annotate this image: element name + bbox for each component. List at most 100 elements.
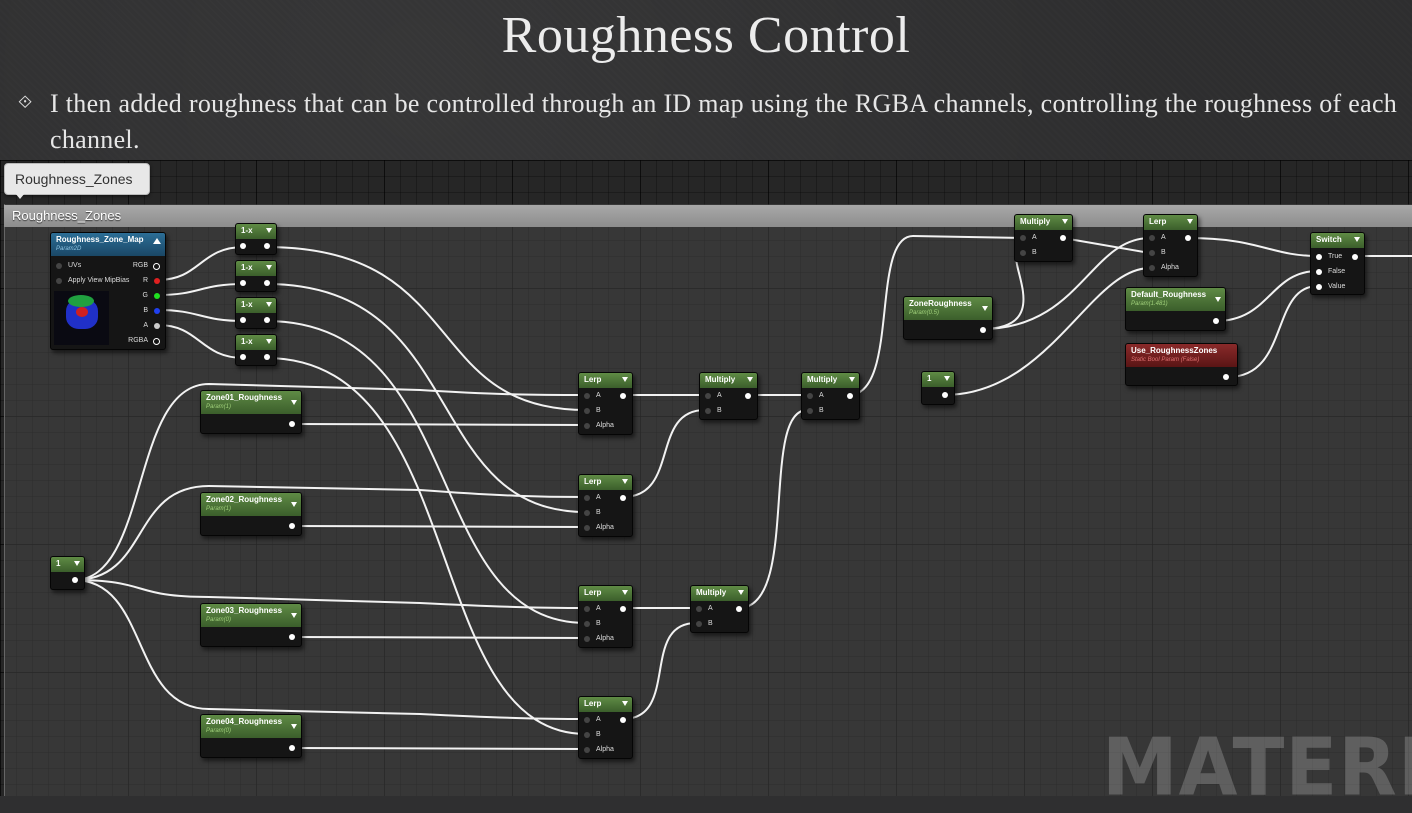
pin-dot[interactable] bbox=[696, 606, 702, 612]
pin-dot[interactable] bbox=[153, 263, 160, 270]
pin-dot[interactable] bbox=[705, 408, 711, 414]
collapse-arrow-icon[interactable] bbox=[622, 377, 628, 382]
pin-dot[interactable] bbox=[1352, 254, 1358, 260]
node-one-minus[interactable]: 1-x bbox=[235, 297, 277, 329]
pin-dot[interactable] bbox=[980, 327, 986, 333]
pin-dot[interactable] bbox=[584, 393, 590, 399]
collapse-arrow-icon[interactable] bbox=[153, 238, 161, 244]
collapse-arrow-icon[interactable] bbox=[1215, 297, 1221, 302]
node-switch[interactable]: Switch True False Value bbox=[1310, 232, 1365, 295]
collapse-arrow-icon[interactable] bbox=[622, 701, 628, 706]
pin-dot[interactable] bbox=[807, 393, 813, 399]
node-lerp[interactable]: Lerp A B Alpha bbox=[578, 696, 633, 759]
pin-dot[interactable] bbox=[1213, 318, 1219, 324]
pin-dot[interactable] bbox=[620, 495, 626, 501]
collapse-arrow-icon[interactable] bbox=[74, 561, 80, 566]
node-lerp[interactable]: Lerp A B Alpha bbox=[1143, 214, 1198, 277]
pin-dot[interactable] bbox=[620, 393, 626, 399]
collapse-arrow-icon[interactable] bbox=[291, 502, 297, 507]
collapse-arrow-icon[interactable] bbox=[1187, 219, 1193, 224]
collapse-arrow-icon[interactable] bbox=[266, 302, 272, 307]
collapse-arrow-icon[interactable] bbox=[944, 376, 950, 381]
pin-dot[interactable] bbox=[620, 606, 626, 612]
node-multiply[interactable]: Multiply A B bbox=[1014, 214, 1073, 262]
pin-dot[interactable] bbox=[584, 717, 590, 723]
pin-dot[interactable] bbox=[154, 323, 160, 329]
pin-dot[interactable] bbox=[72, 577, 78, 583]
pin-dot[interactable] bbox=[942, 392, 948, 398]
collapse-arrow-icon[interactable] bbox=[622, 479, 628, 484]
pin-dot[interactable] bbox=[264, 354, 270, 360]
collapse-arrow-icon[interactable] bbox=[266, 265, 272, 270]
pin-dot[interactable] bbox=[289, 523, 295, 529]
collapse-arrow-icon[interactable] bbox=[266, 228, 272, 233]
pin-dot[interactable] bbox=[240, 243, 246, 249]
pin-dot[interactable] bbox=[1060, 235, 1066, 241]
collapse-arrow-icon[interactable] bbox=[291, 724, 297, 729]
pin-dot[interactable] bbox=[584, 621, 590, 627]
collapse-arrow-icon[interactable] bbox=[291, 613, 297, 618]
pin-dot[interactable] bbox=[1185, 235, 1191, 241]
node-lerp[interactable]: Lerp A B Alpha bbox=[578, 372, 633, 435]
pin-dot[interactable] bbox=[847, 393, 853, 399]
node-multiply[interactable]: Multiply A B bbox=[690, 585, 749, 633]
collapse-arrow-icon[interactable] bbox=[291, 400, 297, 405]
pin-dot[interactable] bbox=[1020, 250, 1026, 256]
pin-dot[interactable] bbox=[289, 745, 295, 751]
pin-dot[interactable] bbox=[1316, 269, 1322, 275]
pin-dot[interactable] bbox=[289, 421, 295, 427]
pin-dot[interactable] bbox=[240, 354, 246, 360]
pin-dot[interactable] bbox=[240, 280, 246, 286]
pin-dot[interactable] bbox=[584, 408, 590, 414]
collapse-arrow-icon[interactable] bbox=[982, 306, 988, 311]
pin-dot[interactable] bbox=[1149, 265, 1155, 271]
pin-dot[interactable] bbox=[584, 510, 590, 516]
pin-dot[interactable] bbox=[56, 278, 62, 284]
pin-dot[interactable] bbox=[154, 278, 160, 284]
pin-dot[interactable] bbox=[584, 636, 590, 642]
comment-bubble[interactable]: Roughness_Zones bbox=[4, 163, 150, 199]
pin-dot[interactable] bbox=[1149, 235, 1155, 241]
node-multiply[interactable]: Multiply A B bbox=[699, 372, 758, 420]
pin-dot[interactable] bbox=[1149, 250, 1155, 256]
node-constant-one[interactable]: 1 bbox=[921, 371, 955, 405]
pin-dot[interactable] bbox=[1223, 374, 1229, 380]
pin-dot[interactable] bbox=[154, 293, 160, 299]
pin-dot[interactable] bbox=[1020, 235, 1026, 241]
node-lerp[interactable]: Lerp A B Alpha bbox=[578, 585, 633, 648]
collapse-arrow-icon[interactable] bbox=[266, 339, 272, 344]
pin-dot[interactable] bbox=[745, 393, 751, 399]
pin-dot[interactable] bbox=[584, 606, 590, 612]
collapse-arrow-icon[interactable] bbox=[747, 377, 753, 382]
pin-dot[interactable] bbox=[584, 747, 590, 753]
node-constant-one[interactable]: 1 bbox=[50, 556, 85, 590]
pin-dot[interactable] bbox=[56, 263, 62, 269]
pin-dot[interactable] bbox=[696, 621, 702, 627]
node-lerp[interactable]: Lerp A B Alpha bbox=[578, 474, 633, 537]
node-multiply[interactable]: Multiply A B bbox=[801, 372, 860, 420]
collapse-arrow-icon[interactable] bbox=[622, 590, 628, 595]
pin-dot[interactable] bbox=[620, 717, 626, 723]
node-one-minus[interactable]: 1-x bbox=[235, 334, 277, 366]
pin-dot[interactable] bbox=[154, 308, 160, 314]
pin-dot[interactable] bbox=[584, 495, 590, 501]
node-one-minus[interactable]: 1-x bbox=[235, 260, 277, 292]
pin-dot[interactable] bbox=[1316, 284, 1322, 290]
comment-header[interactable]: Roughness_Zones bbox=[4, 205, 1412, 227]
pin-dot[interactable] bbox=[705, 393, 711, 399]
node-one-minus[interactable]: 1-x bbox=[235, 223, 277, 255]
pin-dot[interactable] bbox=[264, 243, 270, 249]
pin-dot[interactable] bbox=[240, 317, 246, 323]
pin-dot[interactable] bbox=[584, 525, 590, 531]
collapse-arrow-icon[interactable] bbox=[1354, 237, 1360, 242]
collapse-arrow-icon[interactable] bbox=[738, 590, 744, 595]
collapse-arrow-icon[interactable] bbox=[849, 377, 855, 382]
pin-dot[interactable] bbox=[153, 338, 160, 345]
pin-dot[interactable] bbox=[584, 732, 590, 738]
